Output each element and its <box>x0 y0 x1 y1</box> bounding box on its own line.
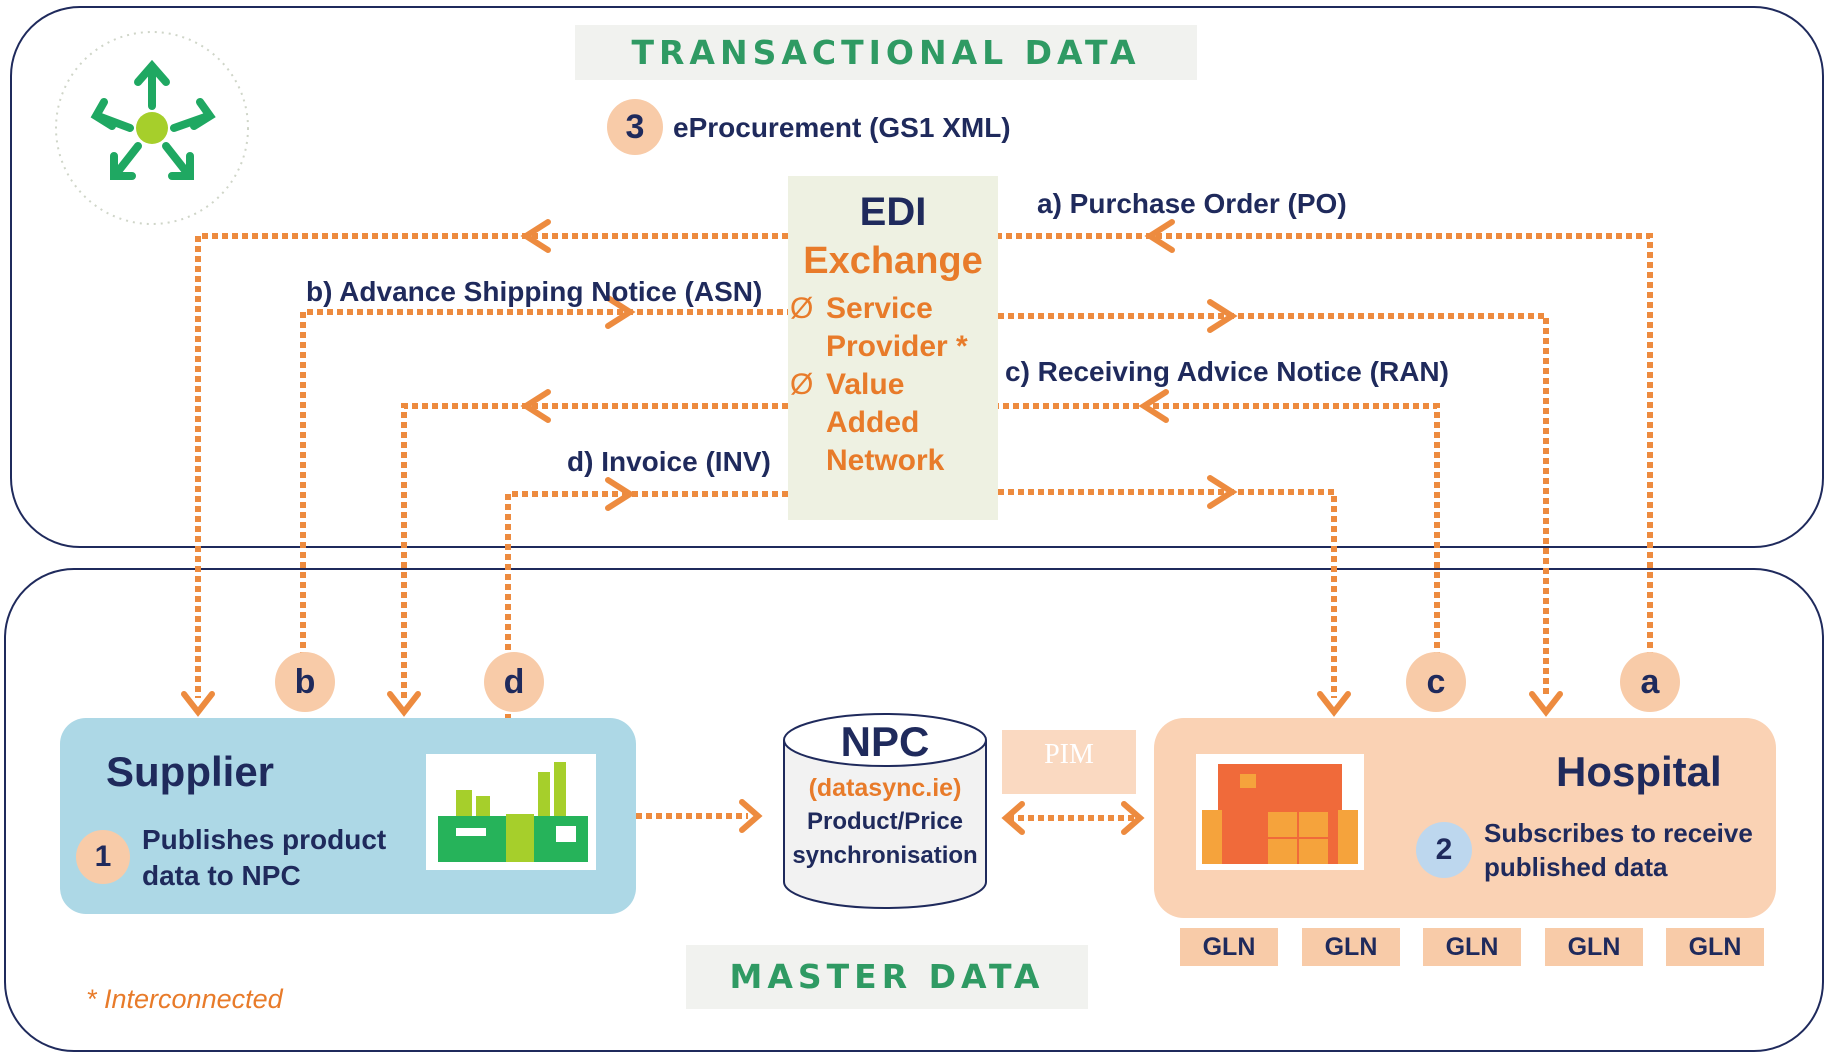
edi-subtitle: Exchange <box>803 240 983 282</box>
pim-box: PIM <box>1002 730 1136 794</box>
step-2-badge: 2 <box>1416 822 1472 878</box>
flow-c-label: c) Receiving Advice Notice (RAN) <box>1005 356 1449 387</box>
marker-d: d <box>484 652 544 712</box>
factory-icon <box>426 754 596 870</box>
supplier-title: Supplier <box>106 748 275 795</box>
eprocurement-label: eProcurement (GS1 XML) <box>673 112 1011 143</box>
flow-b-label: b) Advance Shipping Notice (ASN) <box>306 276 763 307</box>
marker-a: a <box>1620 652 1680 712</box>
edi-item: Network <box>826 444 945 477</box>
network-arrows-icon <box>55 31 249 225</box>
npc-line2: synchronisation <box>792 842 978 869</box>
gln-tag: GLN <box>1423 928 1521 966</box>
npc-database-icon <box>783 713 987 909</box>
edi-title: EDI <box>859 190 927 234</box>
flow-connectors <box>181 219 1653 835</box>
marker-c: c <box>1406 652 1466 712</box>
hospital-title: Hospital <box>1556 748 1722 795</box>
gln-tag: GLN <box>1302 928 1400 966</box>
footnote: * Interconnected <box>86 984 283 1014</box>
edi-item: Service <box>826 292 933 325</box>
hospital-text-line1: Subscribes to receive <box>1484 818 1753 848</box>
bullet-glyph: Ø <box>790 368 814 401</box>
gln-tag: GLN <box>1545 928 1643 966</box>
supplier-text-line2: data to NPC <box>142 860 301 891</box>
step-3-badge: 3 <box>607 99 663 155</box>
transactional-banner: TRANSACTIONAL DATA <box>575 25 1197 80</box>
supplier-box: Supplier 1 Publishes product data to NPC <box>60 718 636 914</box>
hospital-building-icon <box>1196 754 1364 870</box>
hospital-text-line2: published data <box>1484 852 1668 882</box>
hospital-box: Hospital 2 Subscribes to receive publish… <box>1154 718 1776 918</box>
edi-item: Added <box>826 406 920 439</box>
npc-title: NPC <box>840 718 930 765</box>
gln-tag: GLN <box>1180 928 1278 966</box>
edi-item: Provider * <box>826 330 968 363</box>
flow-d-label: d) Invoice (INV) <box>567 446 771 477</box>
gln-tag: GLN <box>1666 928 1764 966</box>
edi-item: Value <box>826 368 905 401</box>
bullet-glyph: Ø <box>790 292 814 325</box>
step-1-badge: 1 <box>76 830 130 884</box>
master-banner: MASTER DATA <box>686 945 1088 1009</box>
supplier-text-line1: Publishes product <box>142 824 387 855</box>
flow-a-label: a) Purchase Order (PO) <box>1037 188 1347 219</box>
edi-exchange-box: EDI Exchange Ø Service Provider * Ø Valu… <box>788 176 998 520</box>
marker-b: b <box>275 652 335 712</box>
npc-line1: Product/Price <box>806 808 964 835</box>
npc-site: (datasync.ie) <box>808 774 962 802</box>
